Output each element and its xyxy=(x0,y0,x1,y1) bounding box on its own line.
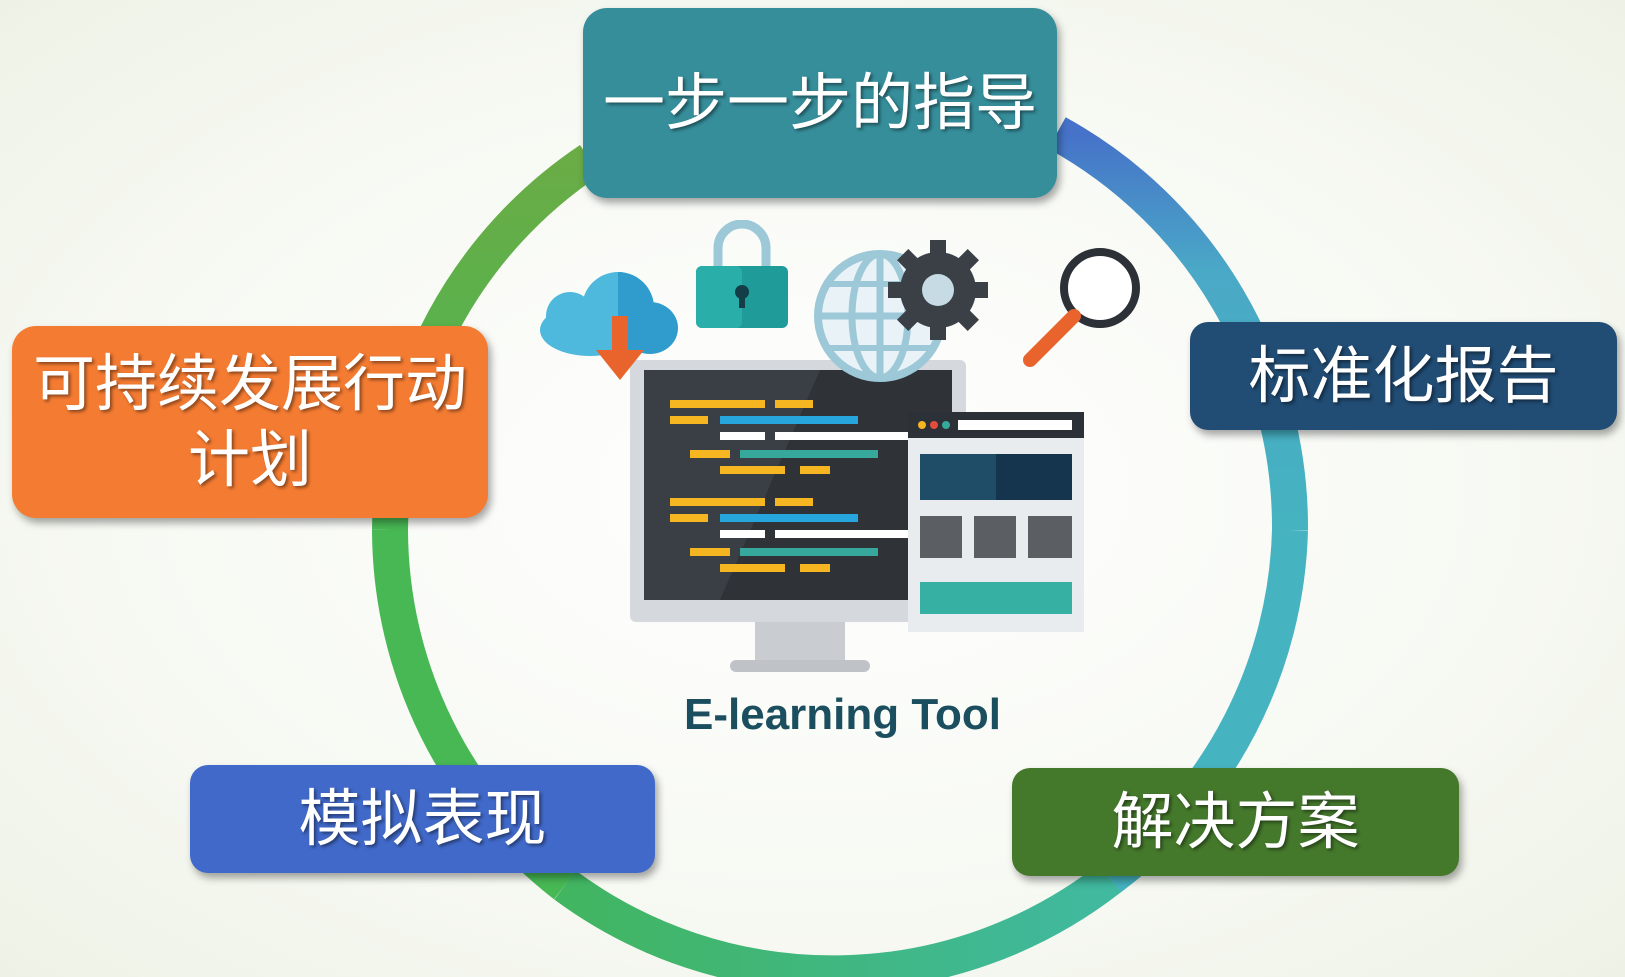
browser-window-icon xyxy=(908,412,1084,632)
node-standardized-report[interactable]: 标准化报告 xyxy=(1190,322,1617,430)
monitor-code-icon xyxy=(630,360,966,672)
node-step-by-step-guide[interactable]: 一步一步的指导 xyxy=(583,8,1057,198)
globe-gear-icon xyxy=(814,240,988,382)
node-simulated-performance[interactable]: 模拟表现 xyxy=(190,765,655,873)
node-solution[interactable]: 解决方案 xyxy=(1012,768,1459,876)
center-label: E-learning Tool xyxy=(684,690,1001,739)
node-sustainability-action-plan[interactable]: 可持续发展行动计划 xyxy=(12,326,488,518)
padlock-icon xyxy=(696,220,788,328)
ring-segment-right xyxy=(1048,117,1309,531)
code-lines xyxy=(670,400,910,572)
ring-segment-bottom xyxy=(554,863,1122,977)
cloud-download-icon xyxy=(540,272,678,380)
elearning-illustration xyxy=(540,220,1140,672)
magnifier-icon xyxy=(1023,248,1140,367)
